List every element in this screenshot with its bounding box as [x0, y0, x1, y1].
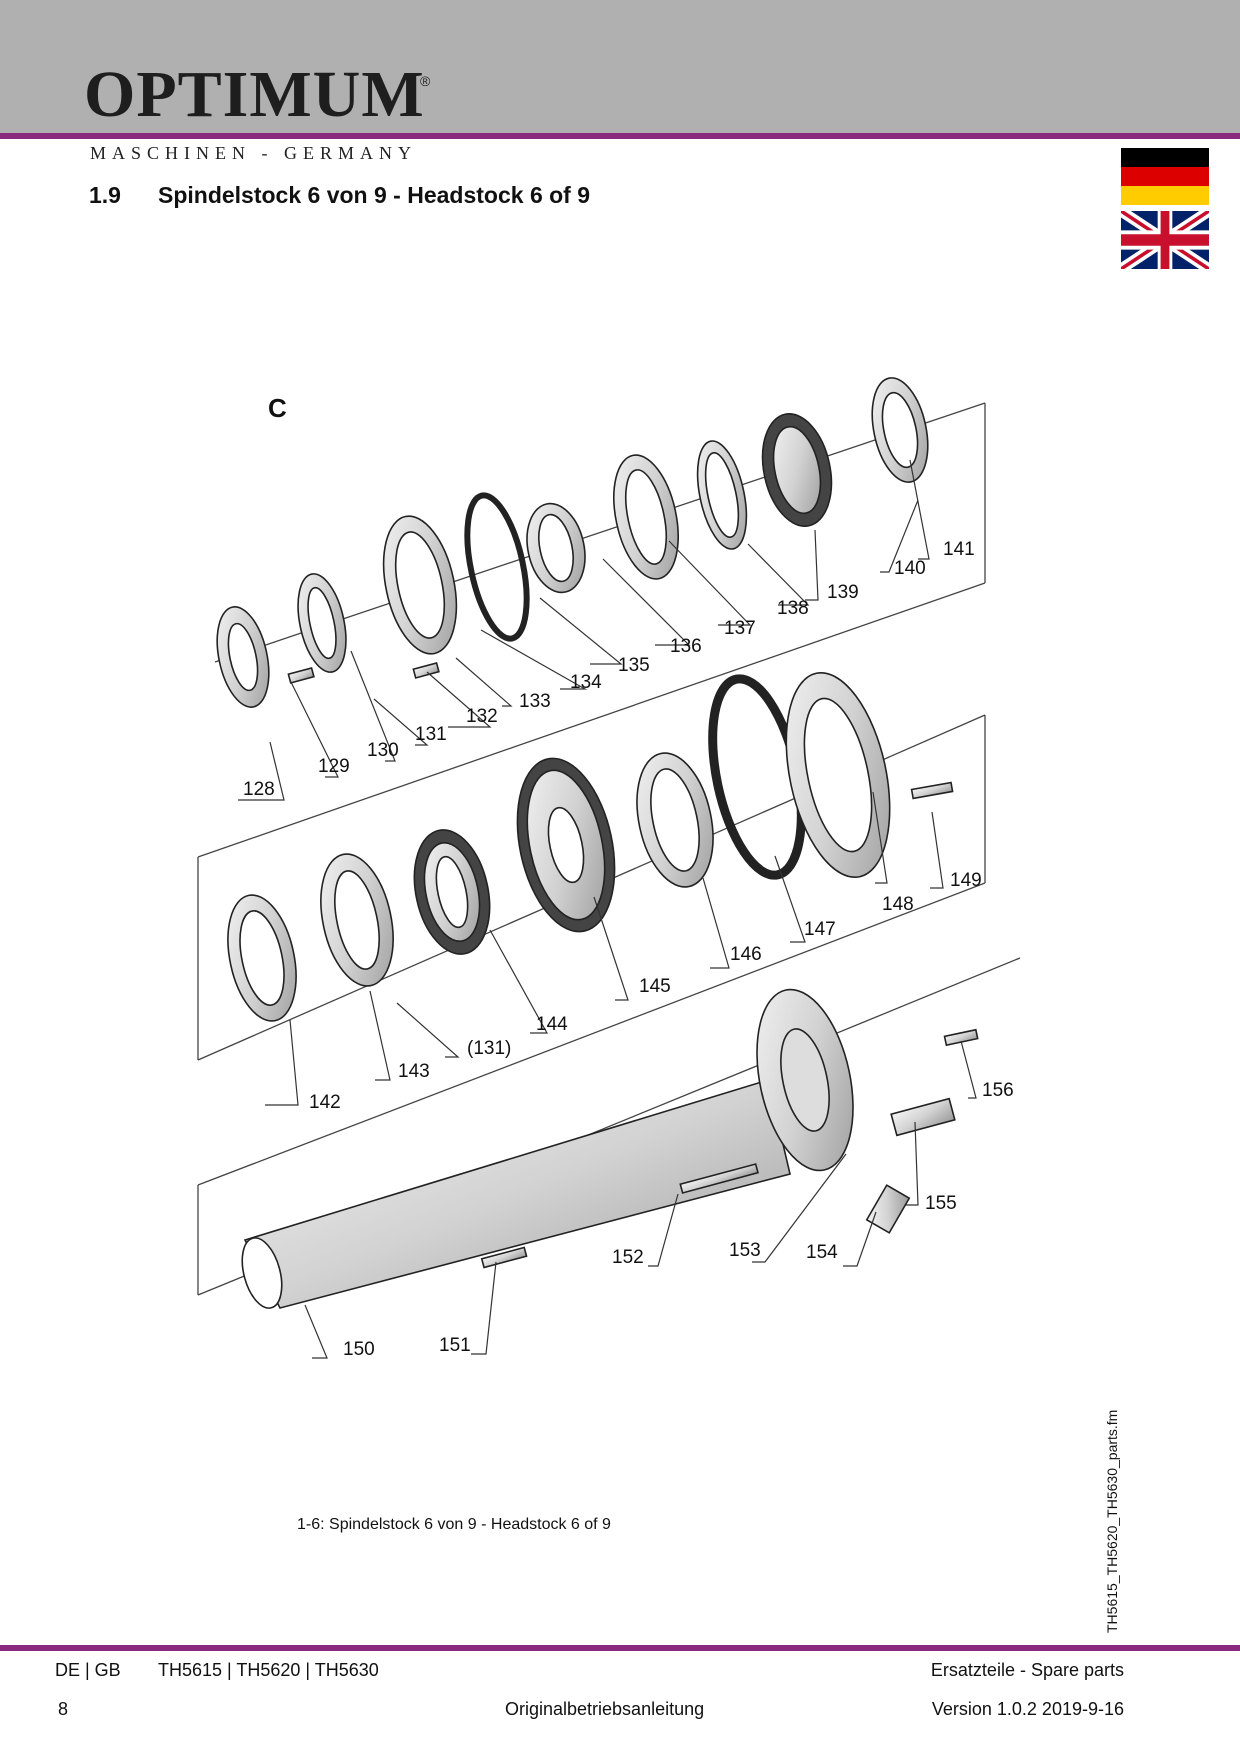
part-label-141: 141 [943, 539, 975, 560]
footer-document: Originalbetriebsanleitung [505, 1699, 705, 1719]
part-label-130: 130 [367, 740, 399, 761]
part-label-151: 151 [439, 1335, 471, 1356]
part-label-143: 143 [398, 1061, 430, 1082]
part-label-152: 152 [612, 1247, 644, 1268]
part-label-147: 147 [804, 919, 836, 940]
part-label-144: 144 [536, 1014, 568, 1035]
part-label-148: 148 [882, 894, 914, 915]
source-filename: TH5615_TH5620_TH5630_parts.fm [1104, 1409, 1120, 1633]
part-label-149: 149 [950, 870, 982, 891]
row1-parts [216, 377, 929, 708]
part-label-140: 140 [894, 558, 926, 579]
part-label-146: 146 [730, 944, 762, 965]
registered-mark: ® [420, 73, 431, 89]
section-number: 1.9 [89, 182, 121, 208]
section-title: Spindelstock 6 von 9 - Headstock 6 of 9 [158, 182, 591, 208]
part-label-134: 134 [570, 672, 602, 693]
footer-version: Version 1.0.2 2019-9-16 [931, 1699, 1124, 1719]
part-label-150: 150 [343, 1339, 375, 1360]
part-label-139: 139 [827, 582, 859, 603]
footer-language: DE | GB [55, 1660, 121, 1680]
part-label-156: 156 [982, 1080, 1014, 1101]
row3-parts [241, 988, 979, 1309]
row2-parts [227, 671, 954, 1022]
exploded-parts-diagram: C [197, 377, 1021, 1360]
part-label-155: 155 [925, 1193, 957, 1214]
part-label-131-ref: (131) [467, 1038, 511, 1059]
part-label-154: 154 [806, 1242, 838, 1263]
flag-uk-icon [1121, 211, 1209, 269]
brand-tagline: MASCHINEN - GERMANY [90, 143, 418, 163]
footer-page-number: 8 [58, 1699, 69, 1719]
header-rule [0, 133, 1240, 139]
part-label-131: 131 [415, 724, 447, 745]
figure-caption: 1-6: Spindelstock 6 von 9 - Headstock 6 … [297, 1516, 611, 1533]
footer-models: TH5615 | TH5620 | TH5630 [158, 1660, 379, 1680]
part-label-145: 145 [639, 976, 671, 997]
part-label-128: 128 [243, 779, 275, 800]
leader-lines [238, 459, 977, 1359]
footer-section: Ersatzteile - Spare parts [930, 1660, 1124, 1680]
part-label-132: 132 [466, 706, 498, 727]
part-label-129: 129 [318, 756, 350, 777]
flag-germany-icon [1121, 148, 1209, 205]
part-label-153: 153 [729, 1240, 761, 1261]
part-label-142: 142 [309, 1092, 341, 1113]
group-label: C [268, 393, 287, 423]
part-label-137: 137 [724, 618, 756, 639]
header-band [0, 0, 1240, 133]
footer-rule [0, 1645, 1240, 1651]
part-label-135: 135 [618, 655, 650, 676]
part-label-133: 133 [519, 691, 551, 712]
part-label-138: 138 [777, 598, 809, 619]
part-label-136: 136 [670, 636, 702, 657]
brand-logo: OPTIMUM [84, 58, 425, 131]
